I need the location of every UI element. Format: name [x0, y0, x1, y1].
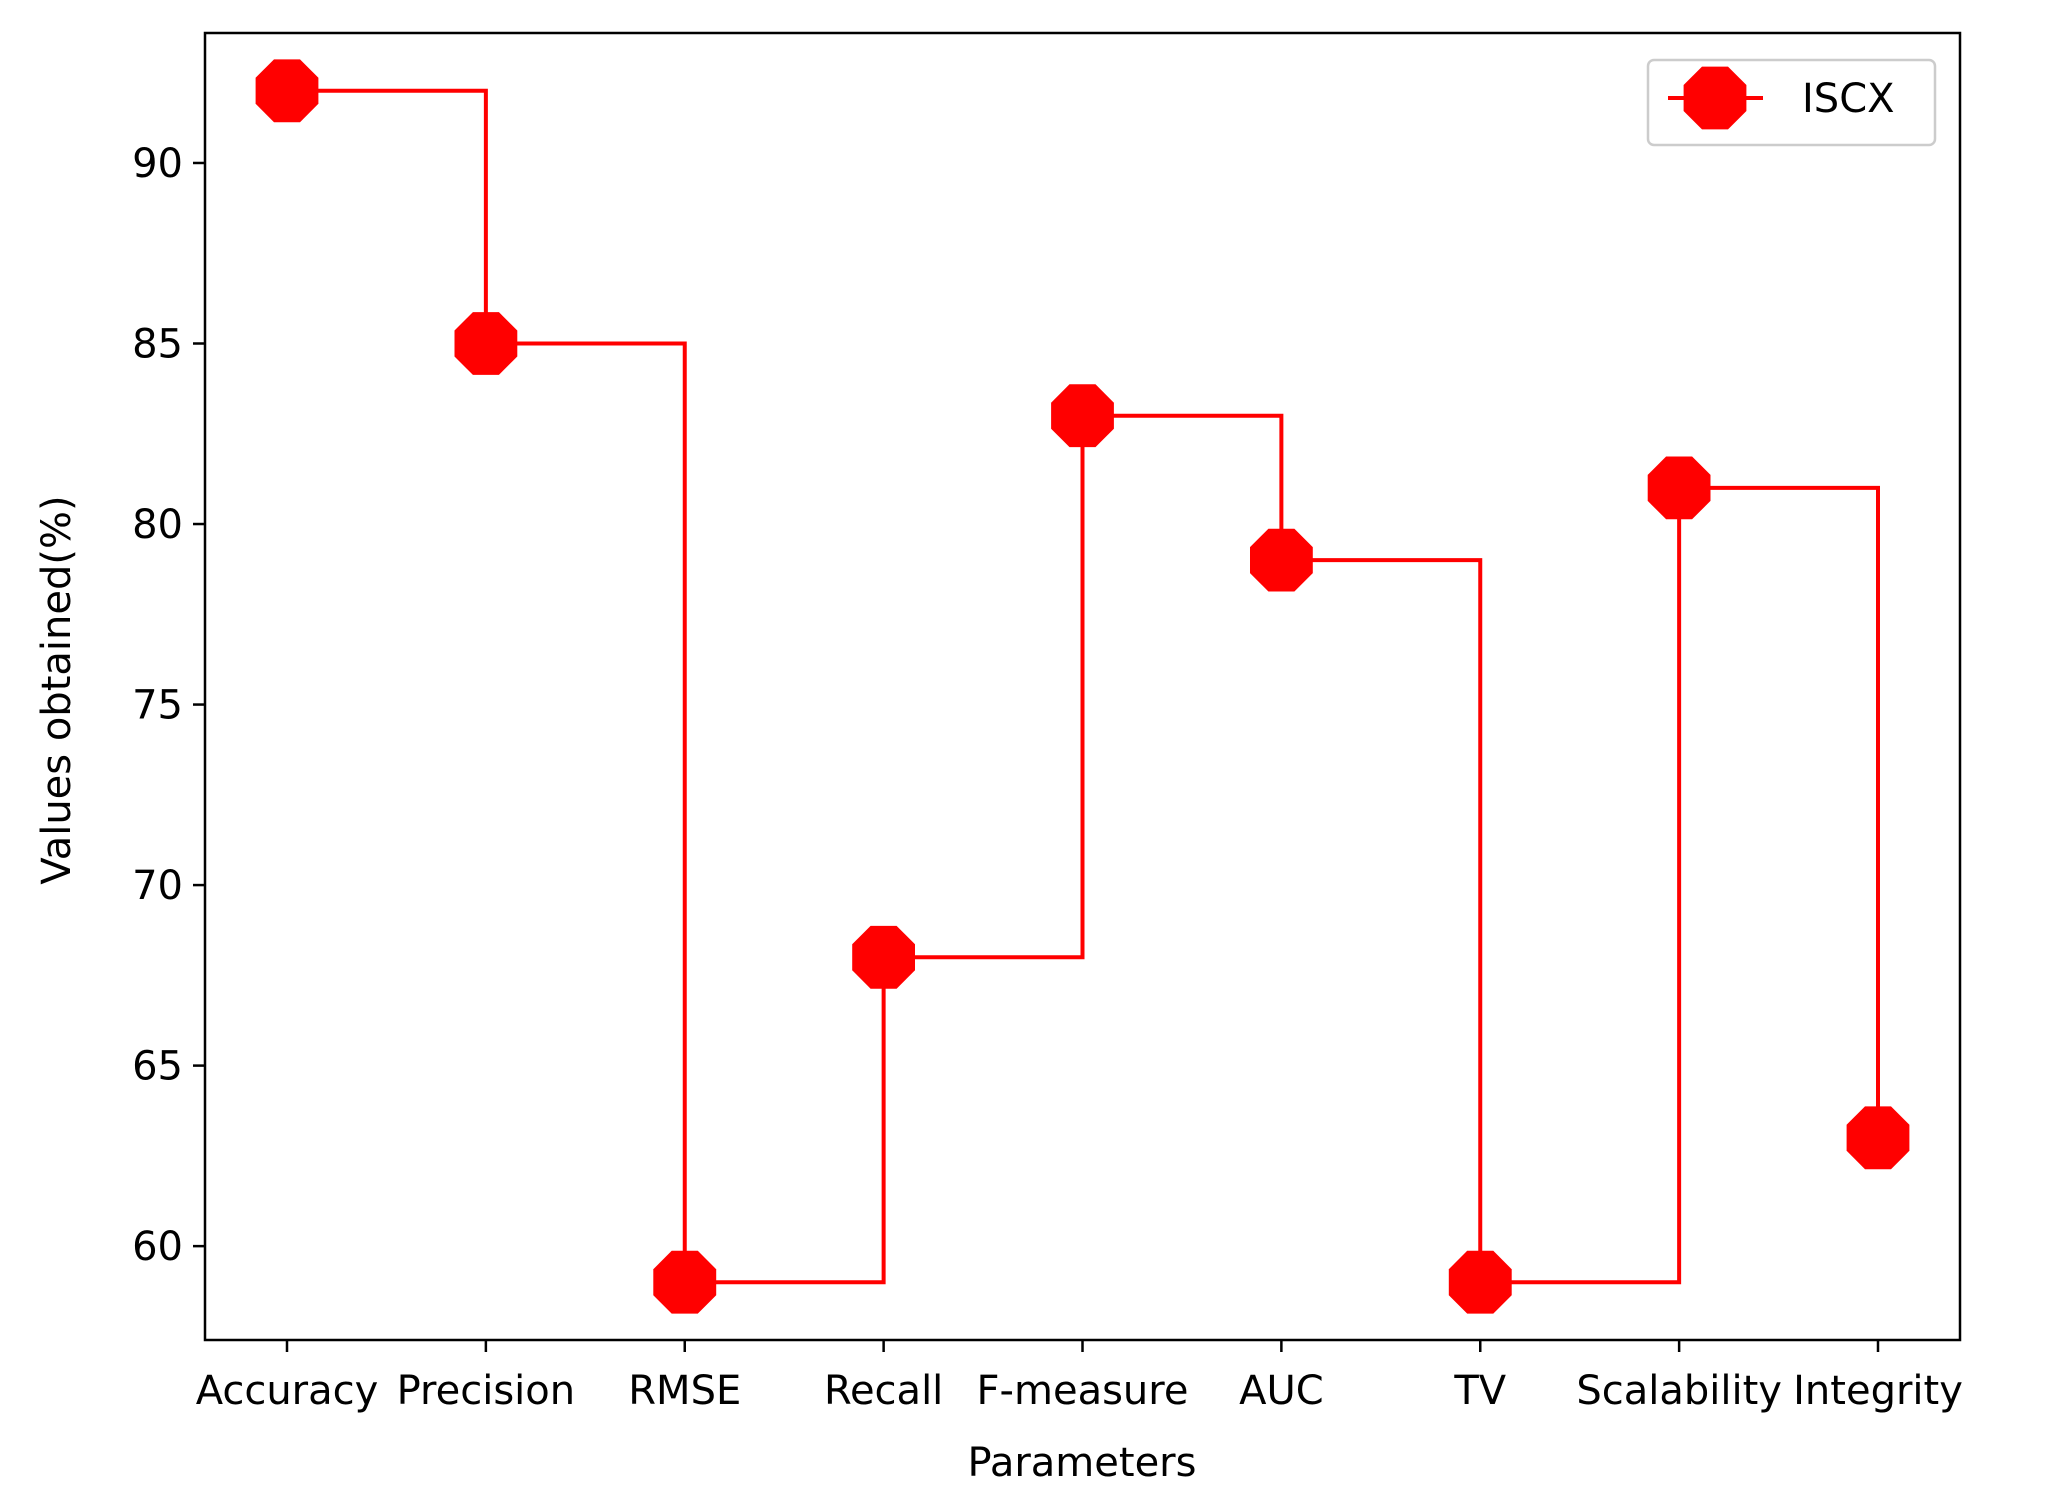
data-point: [1051, 384, 1114, 448]
x-tick-label: RMSE: [628, 1368, 741, 1414]
x-tick-label: Precision: [397, 1368, 575, 1414]
y-tick-label: 65: [132, 1044, 183, 1090]
x-tick-label: F-measure: [977, 1368, 1189, 1414]
x-tick-label: Integrity: [1793, 1368, 1963, 1414]
x-tick-label: Recall: [824, 1368, 943, 1414]
data-point: [1250, 528, 1313, 592]
x-tick-label: Scalability: [1576, 1368, 1782, 1414]
data-point: [255, 59, 319, 123]
data-point: [1846, 1106, 1910, 1170]
y-axis: 60 65 70 75 80 85 90: [132, 141, 205, 1270]
data-point: [653, 1250, 717, 1314]
data-point: [1448, 1250, 1512, 1314]
x-axis-title: Parameters: [968, 1440, 1197, 1486]
y-tick-label: 75: [132, 683, 183, 729]
x-tick-label: TV: [1453, 1368, 1506, 1414]
legend: ISCX: [1646, 58, 1937, 147]
x-tick-label: Accuracy: [196, 1368, 379, 1414]
y-axis-title: Values obtained(%): [34, 495, 80, 884]
y-tick-label: 60: [132, 1224, 183, 1270]
y-tick-label: 90: [132, 141, 183, 187]
series-layer: [255, 59, 1910, 1314]
x-tick-label: AUC: [1239, 1368, 1324, 1414]
legend-marker: [1683, 66, 1747, 130]
y-tick-label: 85: [132, 322, 183, 368]
data-point: [852, 925, 915, 989]
data-point: [1647, 456, 1711, 520]
x-axis: Accuracy Precision RMSE Recall F-measure AUC T…: [196, 1340, 1963, 1414]
legend-label: ISCX: [1802, 76, 1895, 122]
y-tick-label: 80: [132, 502, 183, 548]
data-point: [454, 312, 518, 375]
y-tick-label: 70: [132, 863, 183, 909]
